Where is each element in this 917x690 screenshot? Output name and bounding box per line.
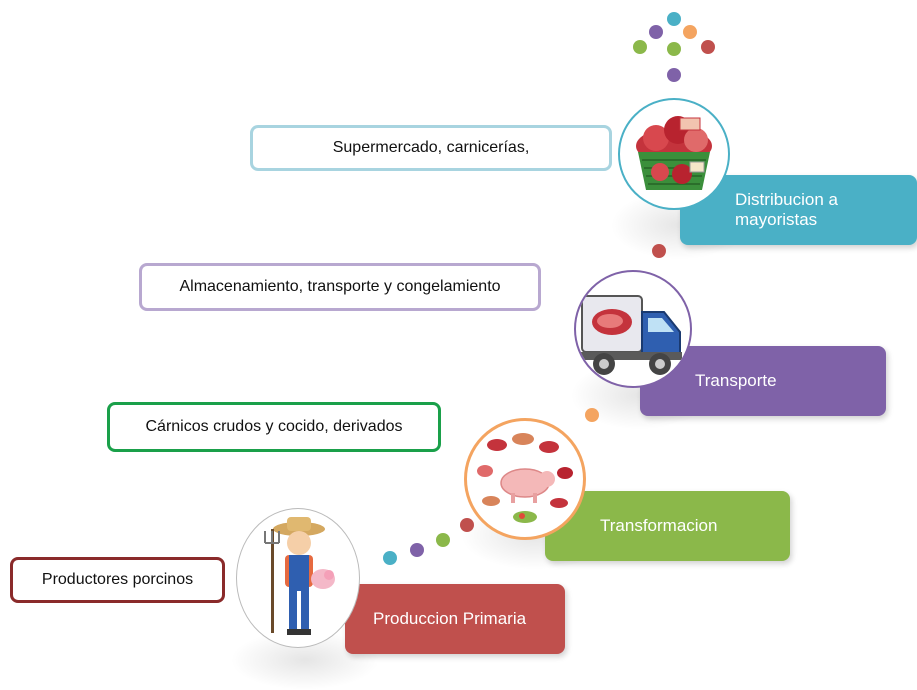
decor-dot — [667, 42, 681, 56]
stage-transporte-label: Transporte — [695, 371, 777, 390]
decor-dot — [633, 40, 647, 54]
description-produccion-text: Productores porcinos — [41, 571, 194, 588]
stage-distribucion-label-line1: Distribucion a — [735, 190, 838, 209]
meat-products-pig-icon — [464, 418, 586, 540]
description-transformacion: Cárnicos crudos y cocido, derivados — [107, 402, 441, 452]
stage-distribucion-tab: Distribucion a mayoristas — [680, 175, 917, 245]
decor-dot — [701, 40, 715, 54]
stage-transformacion-tab: Transformacion — [545, 491, 790, 561]
connector-dot — [410, 543, 424, 557]
connector-dot — [460, 518, 474, 532]
description-transporte-text: Almacenamiento, transporte y congelamien… — [179, 278, 501, 295]
decor-dot — [667, 68, 681, 82]
connector-dot — [652, 244, 666, 258]
stage-produccion-label: Produccion Primaria — [373, 609, 527, 628]
stage-produccion-tab: Produccion Primaria — [345, 584, 565, 654]
decor-dot — [667, 12, 681, 26]
description-distribucion: Supermercado, carnicerías, — [250, 125, 612, 171]
decor-dot — [683, 25, 697, 39]
description-produccion: Productores porcinos — [10, 557, 225, 603]
connector-dot — [383, 551, 397, 565]
stage-transformacion-label: Transformacion — [600, 516, 718, 535]
description-transporte: Almacenamiento, transporte y congelamien… — [139, 263, 541, 311]
connector-dot — [585, 408, 599, 422]
refrigerated-truck-icon — [574, 270, 692, 388]
description-distribucion-text: Supermercado, carnicerías, — [332, 139, 530, 156]
description-transformacion-text: Cárnicos crudos y cocido, derivados — [145, 418, 403, 435]
decor-dot — [649, 25, 663, 39]
meat-basket-icon — [618, 98, 730, 210]
stage-distribucion-label-line2: mayoristas — [735, 210, 818, 229]
connector-dot — [436, 533, 450, 547]
farmer-with-pig-icon — [236, 508, 360, 648]
